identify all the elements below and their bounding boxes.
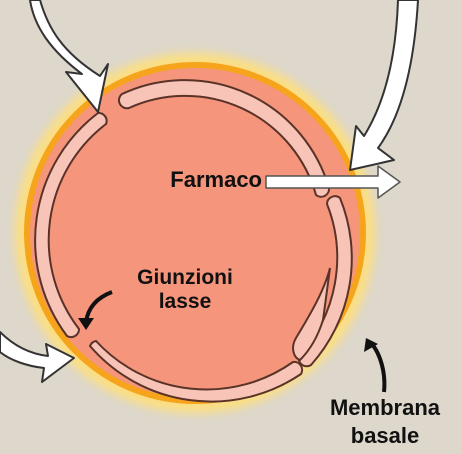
junctions-label: Giunzioni lasse (110, 266, 260, 314)
junctions-label-line1: Giunzioni (110, 266, 260, 290)
membrane-label-line2: basale (310, 422, 460, 450)
flow-arrow-top-right (350, 0, 418, 170)
flow-arrow-top-left (30, 0, 108, 112)
junctions-label-line2: lasse (110, 290, 260, 314)
drug-label: Farmaco (128, 168, 262, 192)
membrane-label: Membrana basale (310, 394, 460, 450)
membrane-pointer-arrow (372, 344, 384, 392)
membrane-label-line1: Membrana (310, 394, 460, 422)
